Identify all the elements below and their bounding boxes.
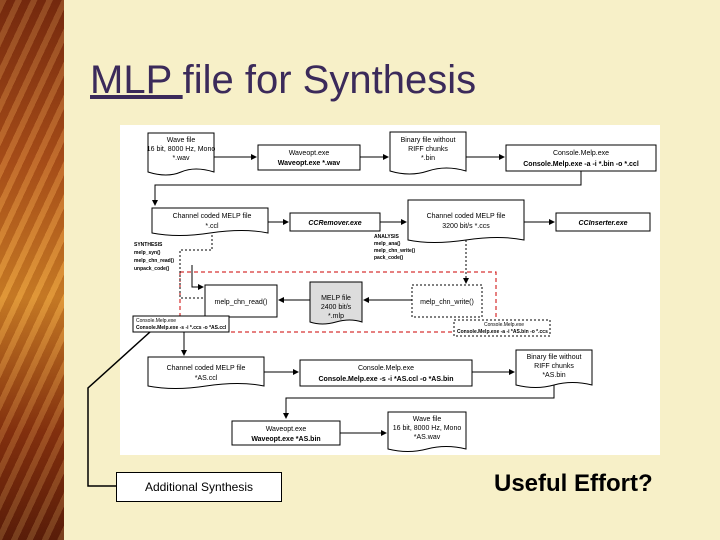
svg-text:Console.Melp.exe -a -i *AS.bin: Console.Melp.exe -a -i *AS.bin -o *.ccs bbox=[457, 329, 548, 335]
svg-text:*AS.wav: *AS.wav bbox=[414, 434, 441, 441]
svg-text:Console.Melp.exe: Console.Melp.exe bbox=[553, 150, 609, 157]
slide-title: MLP file for Synthesis bbox=[90, 58, 476, 103]
synthesis-functions: SYNTHESIS melp_syn() melp_chn_read() unp… bbox=[134, 242, 174, 272]
cc-melp-file-bottom: Channel coded MELP file *AS.ccl bbox=[147, 356, 265, 389]
useful-effort-question: Useful Effort? bbox=[494, 470, 653, 497]
svg-text:Console.Melp.exe: Console.Melp.exe bbox=[358, 365, 414, 372]
waveopt-bottom: Waveopt.exe Waveopt.exe *AS.bin bbox=[231, 420, 341, 446]
binary-file-bottom: Binary file without RIFF chunks *AS.bin bbox=[515, 349, 593, 388]
svg-text:*.ccl: *.ccl bbox=[205, 223, 219, 230]
svg-text:RIFF chunks: RIFF chunks bbox=[408, 146, 448, 153]
binary-file-top: Binary file without RIFF chunks *.bin bbox=[389, 131, 467, 175]
svg-text:Channel coded MELP file: Channel coded MELP file bbox=[427, 213, 506, 220]
svg-text:SYNTHESIS: SYNTHESIS bbox=[134, 242, 163, 248]
svg-text:Binary file without: Binary file without bbox=[527, 354, 582, 361]
svg-text:Waveopt.exe *AS.bin: Waveopt.exe *AS.bin bbox=[251, 436, 320, 443]
svg-text:melp_syn(): melp_syn() bbox=[134, 250, 161, 256]
svg-text:Console.Melp.exe: Console.Melp.exe bbox=[136, 318, 176, 324]
svg-text:*.mlp: *.mlp bbox=[328, 313, 344, 320]
waveopt-top: Waveopt.exe Waveopt.exe *.wav bbox=[257, 144, 361, 171]
svg-text:*AS.bin: *AS.bin bbox=[542, 372, 565, 379]
svg-text:melp_ana(): melp_ana() bbox=[374, 241, 401, 247]
svg-text:Console.Melp.exe: Console.Melp.exe bbox=[484, 322, 524, 328]
svg-text:*.bin: *.bin bbox=[421, 155, 435, 162]
svg-text:ANALYSIS: ANALYSIS bbox=[374, 234, 399, 240]
svg-text:CCRemover.exe: CCRemover.exe bbox=[308, 220, 361, 227]
svg-text:*.wav: *.wav bbox=[172, 155, 190, 162]
svg-text:3200 bit/s *.ccs: 3200 bit/s *.ccs bbox=[442, 223, 490, 230]
wave-file-bottom: Wave file 16 bit, 8000 Hz, Mono *AS.wav bbox=[387, 411, 467, 452]
svg-text:Channel coded MELP file: Channel coded MELP file bbox=[173, 213, 252, 220]
svg-text:*AS.ccl: *AS.ccl bbox=[195, 375, 218, 382]
melp-chn-write-box: melp_chn_write() bbox=[411, 284, 483, 318]
svg-text:Channel coded MELP file: Channel coded MELP file bbox=[167, 365, 246, 372]
svg-text:MELP file: MELP file bbox=[321, 295, 351, 302]
analysis-functions: ANALYSIS melp_ana() melp_chn_write() pac… bbox=[374, 234, 415, 261]
ccremover: CCRemover.exe bbox=[289, 212, 381, 232]
svg-text:melp_chn_read(): melp_chn_read() bbox=[215, 299, 268, 306]
svg-text:16 bit, 8000 Hz, Mono: 16 bit, 8000 Hz, Mono bbox=[393, 425, 462, 432]
wave-file-top: Wave file 16 bit, 8000 Hz, Mono *.wav bbox=[147, 132, 216, 176]
title-underlined-part: MLP bbox=[90, 58, 183, 102]
console-melp-small-left: Console.Melp.exe Console.Melp.exe -s -i … bbox=[132, 315, 230, 333]
cc-melp-file-left: Channel coded MELP file *.ccl bbox=[151, 207, 269, 236]
svg-text:Console.Melp.exe -s -i *.ccs -: Console.Melp.exe -s -i *.ccs -o *AS.ccl bbox=[136, 325, 227, 331]
additional-synthesis-box: Additional Synthesis bbox=[116, 472, 282, 502]
svg-text:Waveopt.exe: Waveopt.exe bbox=[266, 426, 307, 433]
svg-text:Binary file without: Binary file without bbox=[401, 137, 456, 144]
svg-text:melp_chn_read(): melp_chn_read() bbox=[134, 258, 174, 264]
svg-text:Wave file: Wave file bbox=[413, 416, 442, 423]
svg-text:unpack_code(): unpack_code() bbox=[134, 266, 170, 272]
svg-text:melp_chn_write(): melp_chn_write() bbox=[374, 248, 415, 254]
cc-melp-file-right: Channel coded MELP file 3200 bit/s *.ccs bbox=[407, 199, 525, 243]
mlp-file: MELP file 2400 bit/s *.mlp bbox=[309, 281, 363, 325]
console-melp-small-right: Console.Melp.exe Console.Melp.exe -a -i … bbox=[453, 319, 551, 337]
svg-text:CCInserter.exe: CCInserter.exe bbox=[578, 220, 627, 227]
additional-synthesis-pointer bbox=[87, 331, 151, 487]
svg-text:16 bit, 8000 Hz, Mono: 16 bit, 8000 Hz, Mono bbox=[147, 146, 216, 153]
title-rest: file for Synthesis bbox=[182, 58, 477, 102]
svg-text:Waveopt.exe: Waveopt.exe bbox=[289, 150, 330, 157]
svg-text:Console.Melp.exe -a -i *.bin -: Console.Melp.exe -a -i *.bin -o *.ccl bbox=[523, 161, 639, 168]
svg-text:2400 bit/s: 2400 bit/s bbox=[321, 304, 352, 311]
ccinserter: CCInserter.exe bbox=[555, 212, 651, 232]
svg-text:Wave file: Wave file bbox=[167, 137, 196, 144]
svg-text:RIFF chunks: RIFF chunks bbox=[534, 363, 574, 370]
svg-text:Console.Melp.exe -s -i *AS.ccl: Console.Melp.exe -s -i *AS.ccl -o *AS.bi… bbox=[319, 376, 454, 383]
decorative-left-strip bbox=[0, 0, 64, 540]
console-melp-top: Console.Melp.exe Console.Melp.exe -a -i … bbox=[505, 144, 657, 172]
red-dashed-region bbox=[179, 271, 497, 333]
svg-text:Waveopt.exe *.wav: Waveopt.exe *.wav bbox=[278, 160, 340, 167]
melp-chn-read-box: melp_chn_read() bbox=[204, 284, 278, 318]
console-melp-bottom: Console.Melp.exe Console.Melp.exe -s -i … bbox=[299, 359, 473, 387]
svg-text:pack_code(): pack_code() bbox=[374, 255, 404, 261]
svg-text:melp_chn_write(): melp_chn_write() bbox=[420, 299, 474, 306]
